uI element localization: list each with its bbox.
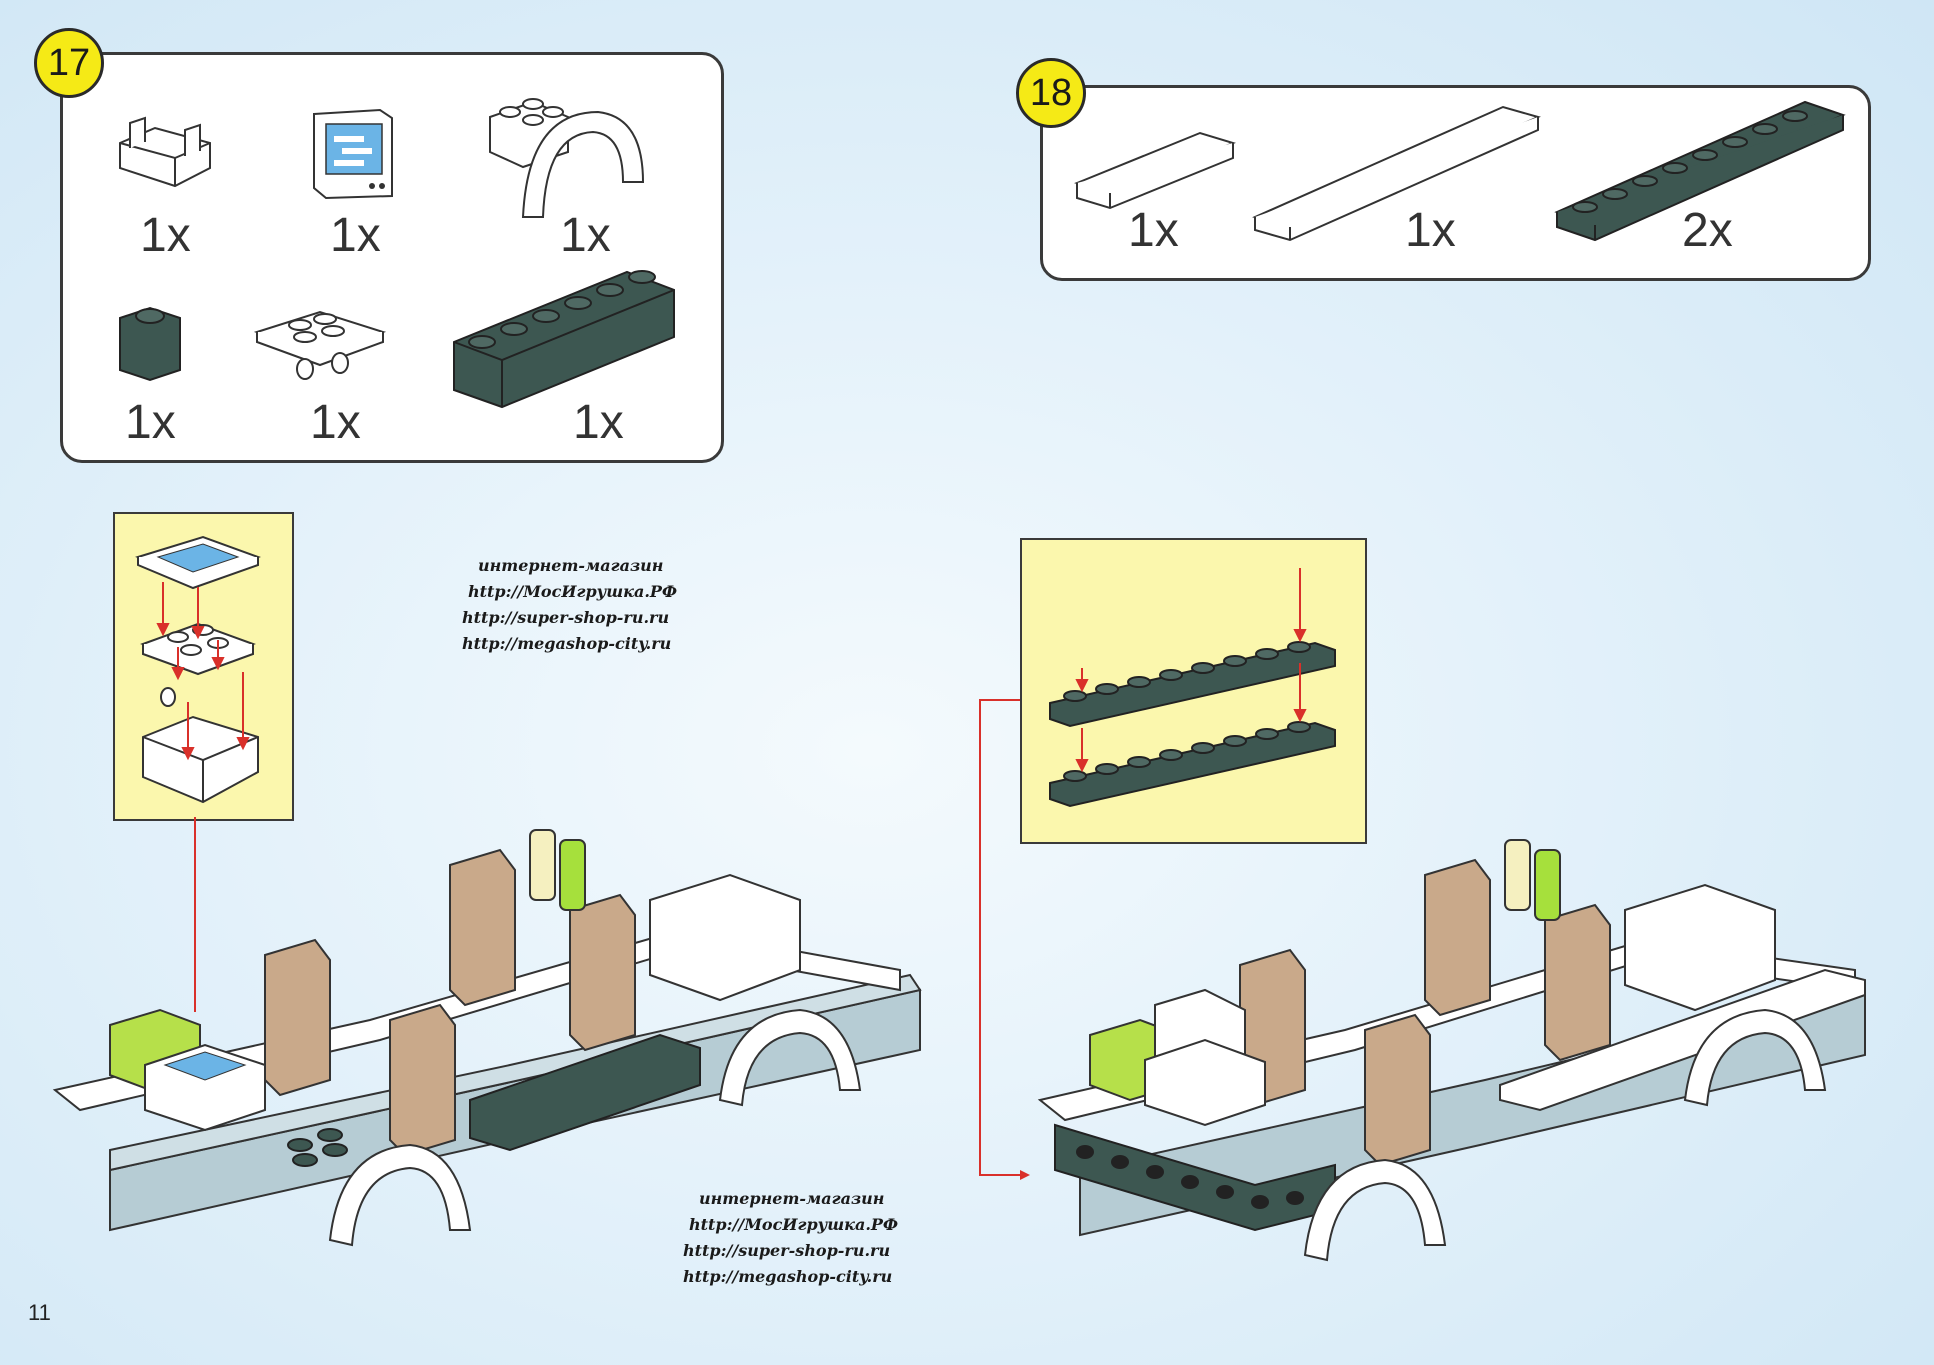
- watermark-top-line4: http://megashop-city.ru: [462, 634, 672, 653]
- step17-qty-6: 1x: [573, 396, 624, 449]
- watermark-top: интернет-магазин http://МосИгрушка.РФ ht…: [462, 553, 677, 657]
- step18-badge: 18: [1016, 58, 1086, 128]
- step18-parts-box: [1040, 85, 1871, 281]
- wheel-arch-icon: [489, 98, 645, 218]
- step18-qty-1: 1x: [1128, 204, 1179, 257]
- step17-qty-3: 1x: [560, 209, 611, 262]
- subassembly-diagram: [135, 535, 261, 804]
- printed-screen-tile-icon: [313, 108, 393, 200]
- watermark-bottom-line2: http://МосИгрушка.РФ: [689, 1215, 899, 1234]
- tile-1x8-icon: [1252, 105, 1541, 242]
- watermark-top-line1: интернет-магазин: [478, 556, 664, 575]
- watermark-top-line2: http://МосИгрушка.РФ: [468, 582, 678, 601]
- hinge-plate-icon: [253, 310, 387, 380]
- hinge-bracket-icon: [119, 116, 211, 188]
- watermark-bottom: интернет-магазин http://МосИгрушка.РФ ht…: [683, 1186, 898, 1290]
- watermark-bottom-line3: http://super-shop-ru.ru: [683, 1241, 891, 1260]
- step17-qty-2: 1x: [330, 209, 381, 262]
- step17-badge: 17: [34, 28, 104, 98]
- step17-qty-4: 1x: [125, 396, 176, 449]
- watermark-bottom-line1: интернет-магазин: [699, 1189, 885, 1208]
- page-number: 11: [28, 1300, 51, 1325]
- watermark-top-line3: http://super-shop-ru.ru: [462, 608, 670, 627]
- step18-number: 18: [1029, 71, 1073, 114]
- callout-pointer-17: [194, 817, 196, 1012]
- step17-qty-5: 1x: [310, 396, 361, 449]
- plate-1x8-icon: [1554, 100, 1846, 242]
- plate-stack-diagram: [1049, 568, 1336, 808]
- step18-car-model: [1037, 839, 1866, 1262]
- step18-qty-3: 2x: [1682, 204, 1733, 257]
- step17-qty-1: 1x: [140, 209, 191, 262]
- callout-pointer-18: [979, 699, 1030, 1180]
- brick-1x1-icon: [119, 306, 181, 382]
- step17-number: 17: [47, 41, 91, 84]
- step17-car-model: [52, 829, 922, 1247]
- watermark-bottom-line4: http://megashop-city.ru: [683, 1267, 893, 1286]
- step18-qty-2: 1x: [1405, 204, 1456, 257]
- tile-1x4-icon: [1074, 131, 1236, 210]
- brick-1x6-icon: [453, 270, 675, 409]
